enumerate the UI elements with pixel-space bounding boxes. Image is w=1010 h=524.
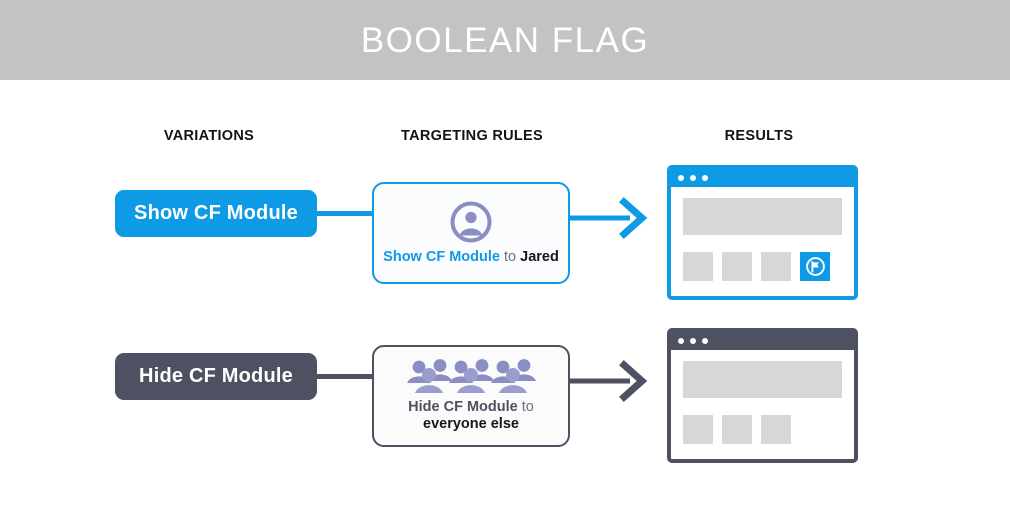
- content-tile: [683, 252, 713, 281]
- cf-module-tile: [800, 252, 830, 281]
- rule-audience-name: everyone else: [423, 416, 519, 432]
- browser-titlebar: [671, 332, 854, 350]
- user-avatar-icon: [450, 201, 492, 243]
- people-group-icon: [405, 359, 537, 393]
- content-tile: [683, 415, 713, 444]
- browser-content: [671, 350, 854, 459]
- window-dot-1: [678, 175, 684, 181]
- variation-pill-label: Hide CF Module: [139, 365, 293, 387]
- column-header-variations: VARIATIONS: [163, 128, 255, 144]
- content-hero-block: [683, 198, 842, 235]
- variation-pill-hide-cf-module[interactable]: Hide CF Module: [115, 353, 317, 400]
- rule-variation-name: Hide CF Module: [408, 399, 518, 415]
- content-tile: [722, 415, 752, 444]
- column-header-targeting-rules: TARGETING RULES: [401, 128, 543, 144]
- targeting-rule-card-show[interactable]: Show CF Module to Jared: [372, 182, 570, 284]
- targeting-rule-text-show: Show CF Module to Jared: [383, 249, 559, 266]
- variation-pill-label: Show CF Module: [134, 202, 298, 224]
- variation-pill-show-cf-module[interactable]: Show CF Module: [115, 190, 317, 237]
- column-headers: VARIATIONS TARGETING RULES RESULTS: [0, 128, 1010, 148]
- flow-arrow-off: [570, 360, 648, 402]
- browser-content: [671, 187, 854, 296]
- rule-connector-word: to: [499, 248, 521, 265]
- browser-titlebar: [671, 169, 854, 187]
- window-dot-3: [702, 338, 708, 344]
- window-dot-3: [702, 175, 708, 181]
- variation-to-rule-connector: [315, 211, 375, 216]
- window-dot-2: [690, 338, 696, 344]
- content-tile: [761, 252, 791, 281]
- variation-to-rule-connector: [315, 374, 375, 379]
- content-tile: [722, 252, 752, 281]
- content-tile: [761, 415, 791, 444]
- content-tile-row: [683, 415, 842, 444]
- content-hero-block: [683, 361, 842, 398]
- rule-audience-name: Jared: [520, 248, 559, 265]
- window-dot-2: [690, 175, 696, 181]
- content-tile-row: [683, 252, 842, 281]
- window-dot-1: [678, 338, 684, 344]
- rule-variation-name: Show CF Module: [383, 248, 500, 265]
- flag-badge-icon: [805, 257, 825, 276]
- result-browser-with-cf-module: [667, 165, 858, 300]
- rule-connector-word: to: [517, 399, 534, 415]
- page-title: BOOLEAN FLAG: [360, 20, 650, 60]
- flow-arrow-on: [570, 197, 648, 239]
- result-browser-without-cf-module: [667, 328, 858, 463]
- flag-rule-row-off: Hide CF Module: [0, 308, 1010, 488]
- page-header: BOOLEAN FLAG: [0, 0, 1010, 80]
- column-header-results: RESULTS: [724, 128, 794, 144]
- flag-rule-row-on: Show CF Module Show CF Module to Jared: [0, 145, 1010, 325]
